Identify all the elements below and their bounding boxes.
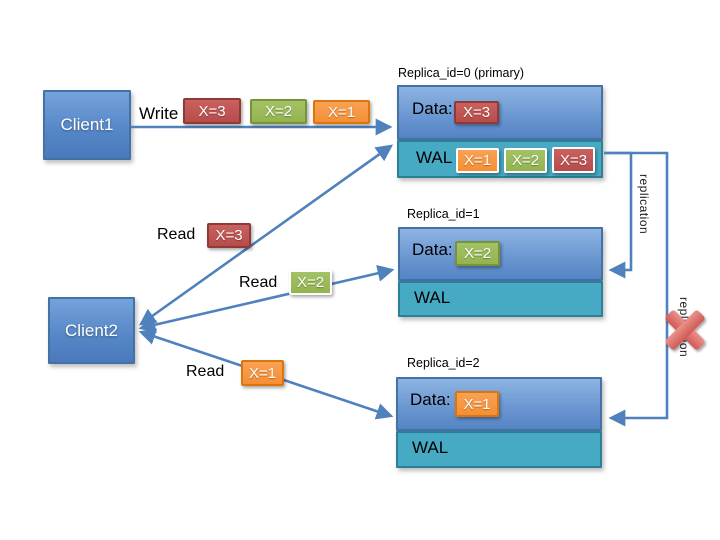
replica2-wal-label: WAL <box>412 438 449 457</box>
replica2-data-value: X=1 <box>463 395 491 413</box>
replica0-data-value: X=3 <box>462 104 491 121</box>
replica1-data-value-chip: X=2 <box>455 241 500 266</box>
replica0-data-box <box>397 85 603 140</box>
replica2-data-value-chip: X=1 <box>455 391 499 417</box>
replica0-wal-chip-x2: X=2 <box>504 148 547 173</box>
replication-arrow-to-replica1 <box>604 151 633 279</box>
replica1-data-label: Data: <box>412 240 453 259</box>
write-chip-x3-text: X=3 <box>198 102 226 120</box>
write-chip-x1: X=1 <box>313 100 370 124</box>
replica1-data-box <box>398 227 603 281</box>
client2-node: Client2 <box>48 297 135 364</box>
replica0-wal-chip-x3: X=3 <box>552 147 595 173</box>
replica1-wal-label: WAL <box>414 288 451 307</box>
replication-failed-x-icon <box>665 310 705 350</box>
replica0-wal-label: WAL <box>416 148 453 167</box>
replication-arrow-to-replica2 <box>604 151 669 427</box>
read-x2-arrow <box>138 265 395 333</box>
write-chip-x3: X=3 <box>183 98 241 124</box>
replica2-data-box <box>396 377 602 431</box>
replica0-title: Replica_id=0 (primary) <box>398 66 525 80</box>
write-chip-x1-text: X=1 <box>327 103 356 121</box>
wal-chip-x2-text: X=2 <box>511 152 540 169</box>
replica2-data-label: Data: <box>410 390 451 409</box>
replica0-wal-chip-x1: X=1 <box>456 148 499 173</box>
replica1-title: Replica_id=1 <box>407 207 480 221</box>
replica1-data-value: X=2 <box>463 245 492 262</box>
client1-label: Client1 <box>60 115 114 134</box>
replication-label-1: replication <box>637 174 651 235</box>
wal-chip-x3-text: X=3 <box>559 151 588 169</box>
wal-chip-x1-text: X=1 <box>463 152 492 169</box>
replica0-data-value-chip: X=3 <box>454 101 499 124</box>
write-chip-x2: X=2 <box>250 99 307 124</box>
replica0-data-label: Data: <box>412 99 453 118</box>
client1-node: Client1 <box>43 90 131 160</box>
replica2-title: Replica_id=2 <box>407 356 480 370</box>
replica1-wal-box <box>398 281 603 317</box>
replica2-wal-box <box>396 431 602 468</box>
write-label: Write <box>139 104 179 123</box>
write-chip-x2-text: X=2 <box>264 103 293 120</box>
client2-label: Client2 <box>65 320 118 340</box>
